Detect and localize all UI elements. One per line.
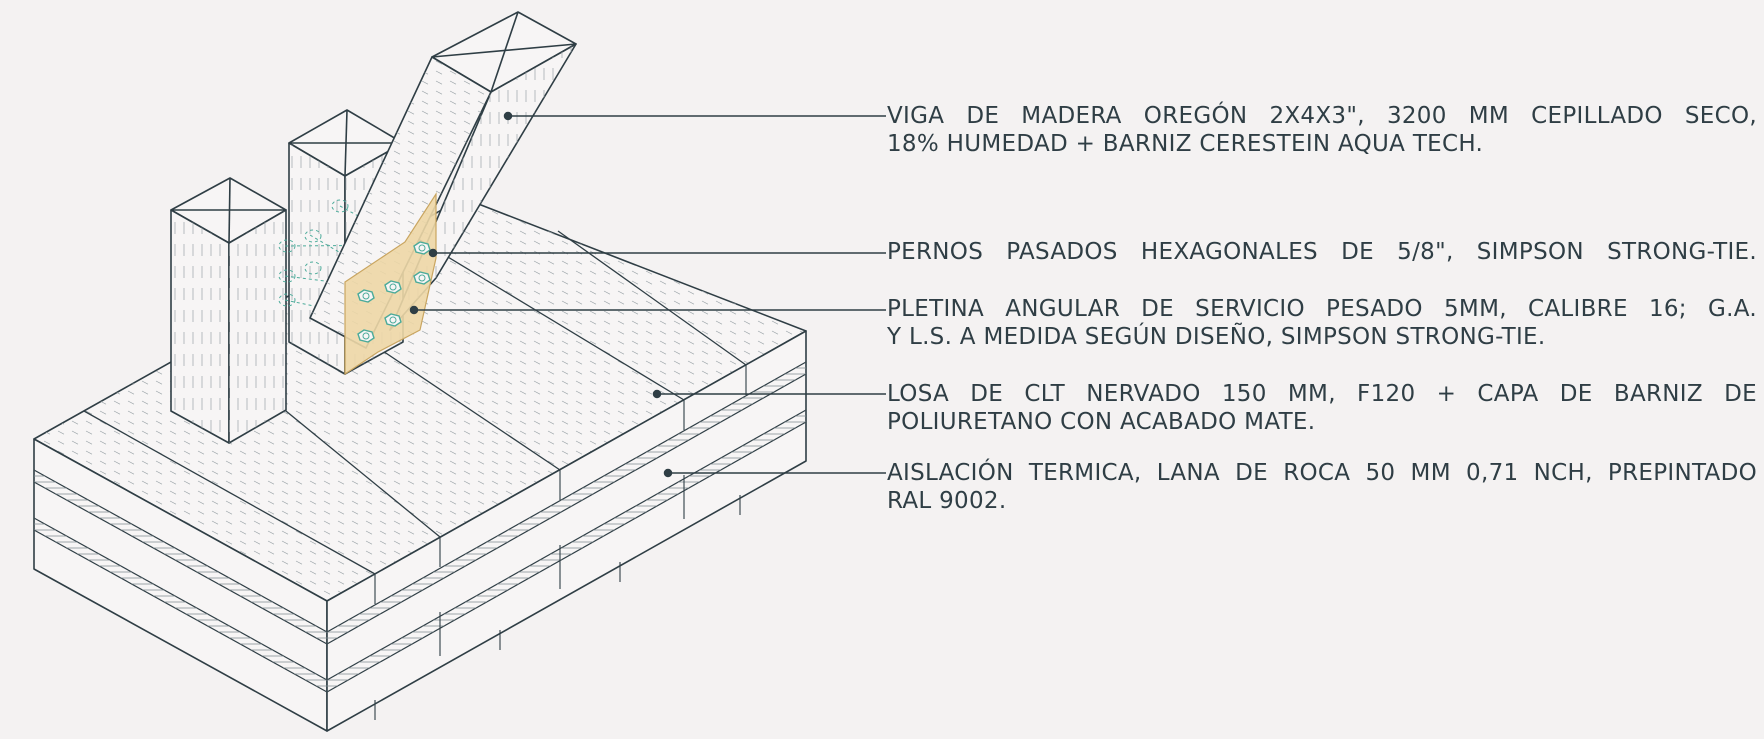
annotation-beam: VIGA DE MADERA OREGÓN 2X4X3", 3200 MM CE… bbox=[887, 102, 1757, 158]
annotation-bracket-line-2: Y L.S. A MEDIDA SEGÚN DISEÑO, SIMPSON ST… bbox=[887, 324, 1546, 350]
visible-bolts bbox=[357, 241, 431, 343]
annotation-slab-line-1: LOSA DE CLT NERVADO 150 MM, F120 + CAPA … bbox=[887, 381, 1757, 407]
annotation-slab-line-2: POLIURETANO CON ACABADO MATE. bbox=[887, 409, 1316, 435]
annotation-beam-line-2: 18% HUMEDAD + BARNIZ CERESTEIN AQUA TECH… bbox=[887, 131, 1484, 157]
annotation-insulation-line-1: AISLACIÓN TERMICA, LANA DE ROCA 50 MM 0,… bbox=[887, 460, 1757, 486]
leader-lines bbox=[409, 111, 886, 478]
annotation-insulation-line-2: RAL 9002. bbox=[887, 488, 1007, 514]
annotation-slab: LOSA DE CLT NERVADO 150 MM, F120 + CAPA … bbox=[887, 380, 1757, 436]
wood-post-left bbox=[170, 177, 287, 444]
annotation-bracket-line-1: PLETINA ANGULAR DE SERVICIO PESADO 5MM, … bbox=[887, 296, 1757, 322]
annotation-bolts: PERNOS PASADOS HEXAGONALES DE 5/8", SIMP… bbox=[887, 238, 1757, 266]
annotation-beam-line-1: VIGA DE MADERA OREGÓN 2X4X3", 3200 MM CE… bbox=[887, 103, 1757, 129]
annotation-bolts-line-1: PERNOS PASADOS HEXAGONALES DE 5/8", SIMP… bbox=[887, 239, 1757, 265]
annotation-bracket: PLETINA ANGULAR DE SERVICIO PESADO 5MM, … bbox=[887, 295, 1757, 351]
clt-slab bbox=[33, 197, 807, 732]
annotation-insulation: AISLACIÓN TERMICA, LANA DE ROCA 50 MM 0,… bbox=[887, 459, 1757, 515]
